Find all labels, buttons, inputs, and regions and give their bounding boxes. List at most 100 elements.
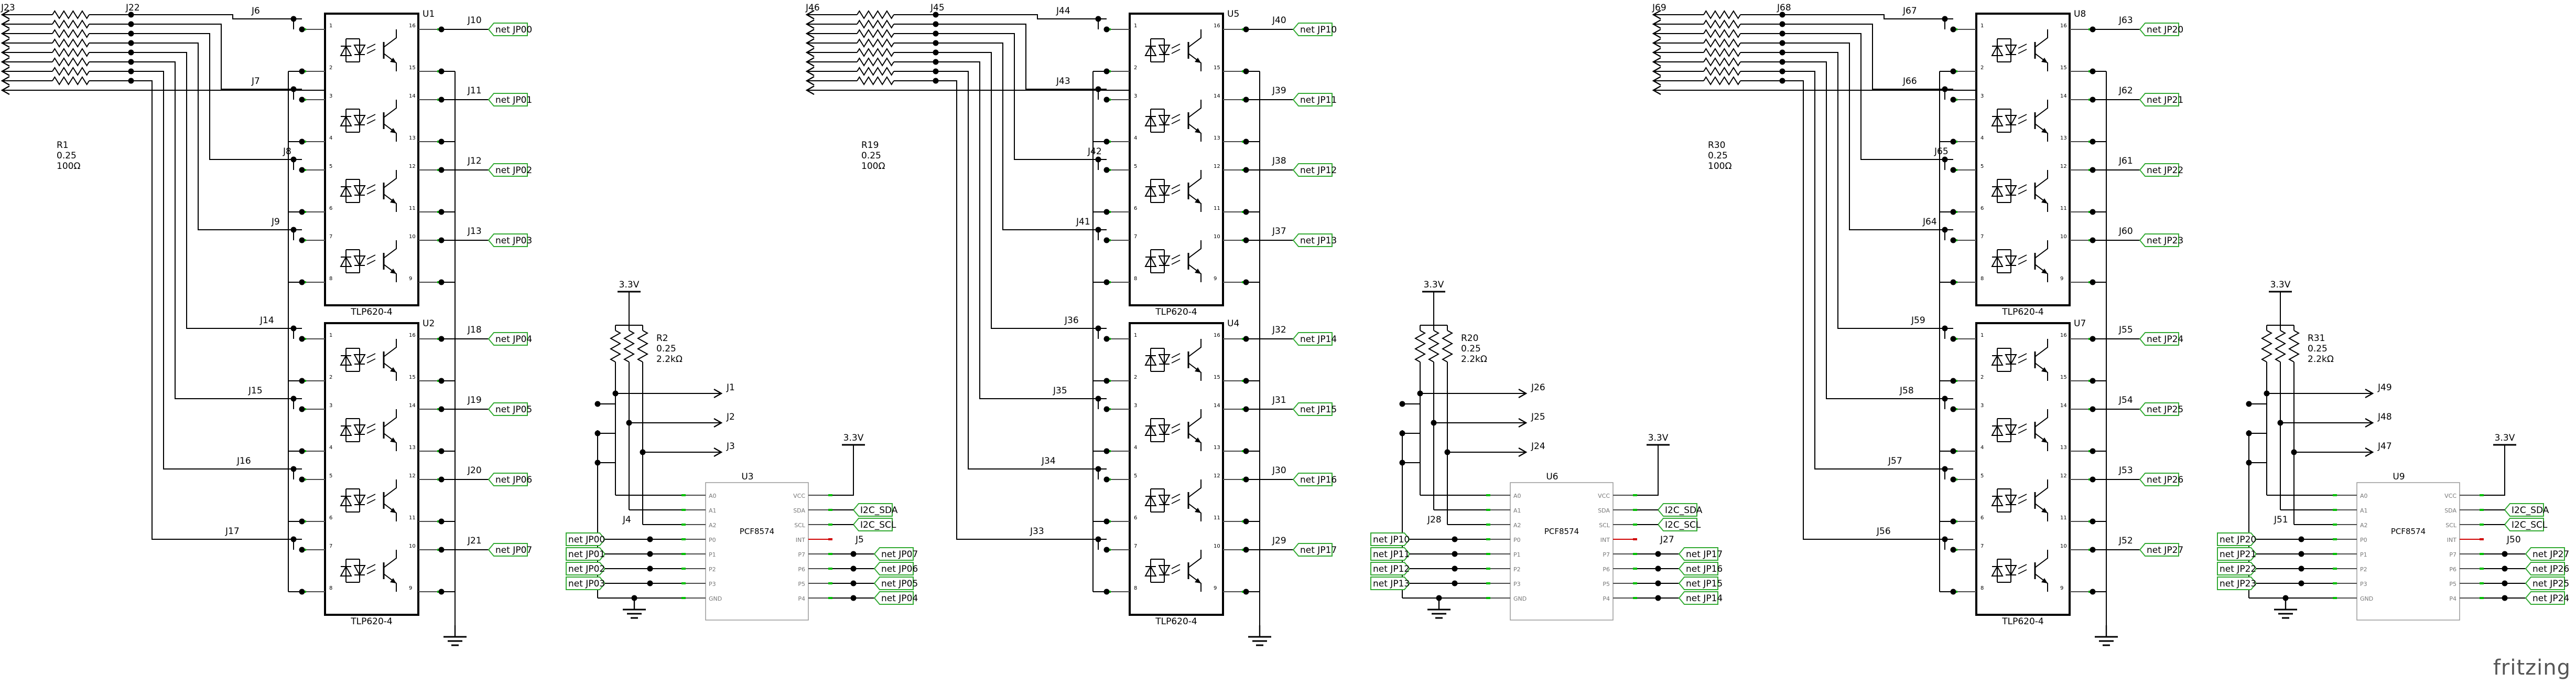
optocoupler-chip	[1975, 13, 2071, 306]
jumper-designator: J21	[467, 536, 482, 546]
header-designator: J22	[125, 3, 140, 13]
jumper-designator: J43	[1056, 76, 1070, 87]
wire	[131, 71, 294, 469]
net-label-net-jp06	[873, 562, 914, 575]
transistor-collector-icon	[1188, 29, 1202, 48]
arrow-left-icon	[1652, 85, 1661, 95]
arrow-left-icon	[1, 85, 10, 95]
junction-dot	[850, 565, 857, 572]
io-expander-chip	[1510, 482, 1614, 621]
pin-number: 9	[1214, 276, 1217, 282]
junction-dot	[2090, 26, 2096, 33]
wire	[1782, 71, 1945, 469]
pin-number: 12	[1214, 473, 1220, 479]
pin-number: 16	[2060, 333, 2067, 338]
net-label-i2c-scl	[852, 518, 893, 531]
junction-dot	[1243, 26, 1249, 33]
resistor-icon	[1703, 76, 1741, 86]
net-label-text: net JP01	[568, 549, 605, 560]
pin-end	[681, 538, 686, 540]
net-label-net-jp07	[873, 547, 914, 561]
resistor-value: 100Ω	[861, 161, 885, 172]
jumper-designator: J49	[2377, 382, 2392, 393]
junction-dot	[2298, 536, 2304, 542]
junction-dot	[2090, 476, 2096, 483]
arrow-left-icon	[1, 76, 10, 86]
pin-end	[2480, 494, 2484, 496]
pin-end	[2333, 509, 2337, 511]
pin-end	[1633, 538, 1637, 540]
pin-number: 14	[409, 403, 416, 409]
junction-dot	[1452, 551, 1458, 557]
pullup-resistor-icon	[2274, 330, 2287, 362]
wire	[1782, 52, 1945, 329]
pin-name: P7	[1603, 551, 1610, 558]
pin-number: 6	[329, 206, 332, 211]
junction-dot	[647, 565, 653, 572]
optocoupler-channel-icon	[1991, 409, 2048, 451]
pullup-resistor-icon	[609, 330, 622, 362]
jumper-designator: J47	[2377, 441, 2392, 452]
net-label-text: net JP21	[2220, 549, 2256, 560]
net-label-net-jp13	[1370, 577, 1411, 590]
light-arrow-icon	[1171, 114, 1181, 119]
net-label-text: net JP26	[2532, 564, 2569, 574]
optocoupler-channel-icon	[1991, 100, 2048, 142]
light-arrow-icon	[2018, 494, 2027, 499]
jumper-designator: J1	[726, 382, 735, 393]
pullup-resistor-icon	[623, 330, 635, 362]
arrow-right-icon	[713, 447, 723, 457]
transistor-arrow-icon	[1195, 128, 1201, 133]
jumper-designator: J66	[1902, 76, 1917, 87]
junction-dot	[1950, 26, 1956, 33]
arrow-left-icon	[1, 9, 10, 20]
pin-number: 10	[409, 543, 416, 549]
pin-number: 4	[1134, 135, 1137, 141]
pin-end	[828, 538, 832, 540]
pullup-resistor-icon	[1427, 330, 1440, 362]
junction-dot	[299, 547, 305, 553]
junction-dot	[647, 551, 653, 557]
net-label-text: I2C_SCL	[2512, 520, 2548, 530]
pin-number: 5	[1134, 473, 1137, 479]
junction-dot	[850, 595, 857, 601]
junction-dot	[1103, 97, 1110, 103]
net-label-text: net JP10	[1300, 25, 1337, 35]
pin-end	[828, 597, 832, 599]
pin-name: A1	[2360, 507, 2368, 514]
jumper-designator: J60	[2118, 226, 2133, 237]
pin-number: 6	[1980, 206, 1984, 211]
transistor-collector-icon	[2034, 29, 2048, 48]
wire	[131, 61, 294, 399]
net-label-net-jp26	[2139, 473, 2179, 486]
resistor-designator: R30	[1708, 140, 1725, 151]
resistor-icon	[52, 67, 90, 76]
pin-end	[2333, 582, 2337, 584]
wire	[131, 80, 294, 540]
pin-end	[1633, 582, 1637, 584]
chip-designator: U2	[423, 318, 435, 329]
pin-number: 2	[1980, 375, 1984, 380]
wire	[1782, 61, 1945, 399]
pin-end	[1633, 524, 1637, 526]
light-arrow-icon	[366, 49, 376, 54]
transistor-collector-icon	[383, 240, 397, 259]
pin-number: 15	[409, 375, 416, 380]
pin-end	[828, 494, 832, 496]
net-label-net-jp15	[1678, 577, 1718, 590]
resistor-icon	[857, 48, 894, 57]
light-arrow-icon	[366, 260, 376, 265]
junction-dot	[438, 97, 445, 103]
junction-dot	[1103, 406, 1110, 412]
arrow-left-icon	[1652, 66, 1661, 77]
pin-name: A2	[709, 522, 717, 529]
junction-dot	[1103, 26, 1110, 33]
net-label-text: net JP14	[1300, 334, 1337, 345]
resistor-designator: R19	[861, 140, 879, 151]
jumper-designator: J11	[467, 86, 482, 96]
net-label-net-jp14	[1678, 591, 1718, 605]
arrow-right-icon	[2365, 388, 2374, 399]
net-label-text: net JP12	[1300, 165, 1337, 176]
jumper-designator: J26	[1531, 382, 1545, 393]
junction-dot	[299, 476, 305, 483]
